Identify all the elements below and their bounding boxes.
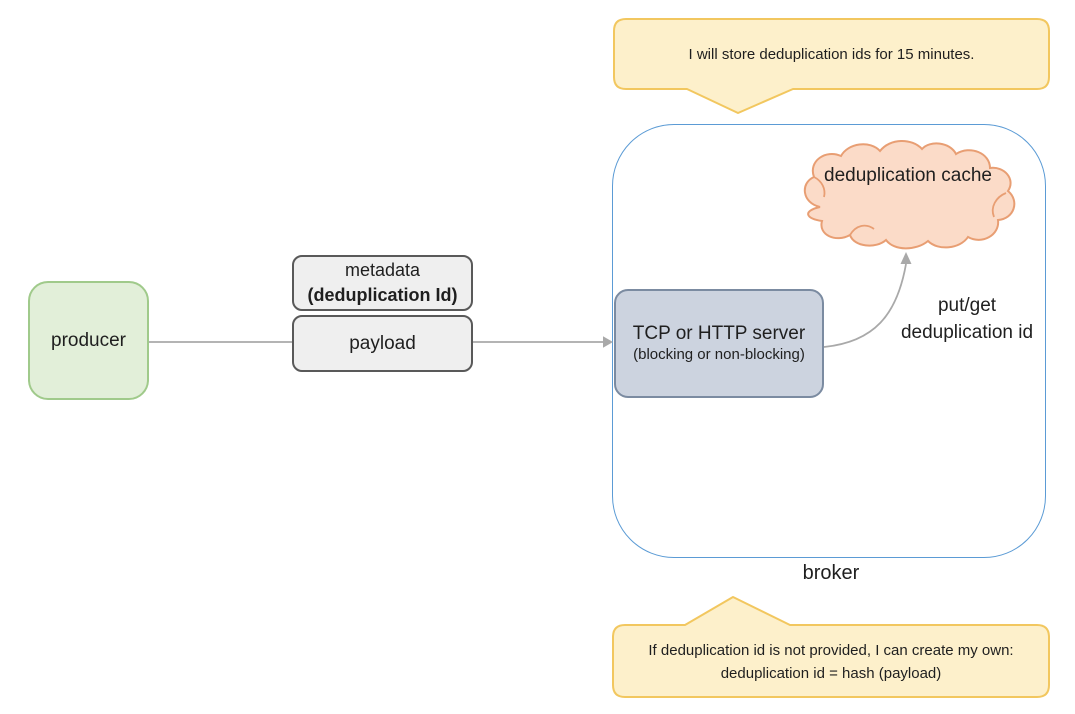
bottom-callout-line2: deduplication id = hash (payload)	[720, 664, 942, 682]
producer-node: producer	[28, 281, 149, 400]
server-subtitle: (blocking or non-blocking)	[633, 346, 805, 363]
server-title: TCP or HTTP server	[632, 323, 806, 345]
cache-arrow-label: put/get deduplication id	[898, 292, 1036, 346]
producer-label: producer	[51, 329, 126, 351]
cache-cloud-shape	[804, 140, 1016, 250]
payload-label: payload	[349, 332, 416, 354]
top-callout-bubble	[613, 18, 1050, 114]
server-node: TCP or HTTP server (blocking or non-bloc…	[614, 289, 824, 398]
cache-label: deduplication cache	[824, 165, 992, 186]
metadata-label: metadata	[344, 260, 421, 280]
metadata-node: metadata (deduplication Id)	[292, 255, 473, 311]
bottom-callout-bubble	[612, 596, 1050, 698]
top-callout-text: I will store deduplication ids for 15 mi…	[688, 45, 975, 63]
cache-arrow-label-line2: deduplication id	[900, 322, 1034, 343]
cache-arrow-label-line1: put/get	[937, 295, 997, 316]
payload-node: payload	[292, 315, 473, 372]
broker-label: broker	[802, 562, 860, 584]
metadata-dedup-id-label: (deduplication Id)	[307, 285, 458, 305]
bottom-callout-text: If deduplication id is not provided, I c…	[612, 625, 1050, 698]
bottom-callout-line1: If deduplication id is not provided, I c…	[648, 641, 1014, 659]
